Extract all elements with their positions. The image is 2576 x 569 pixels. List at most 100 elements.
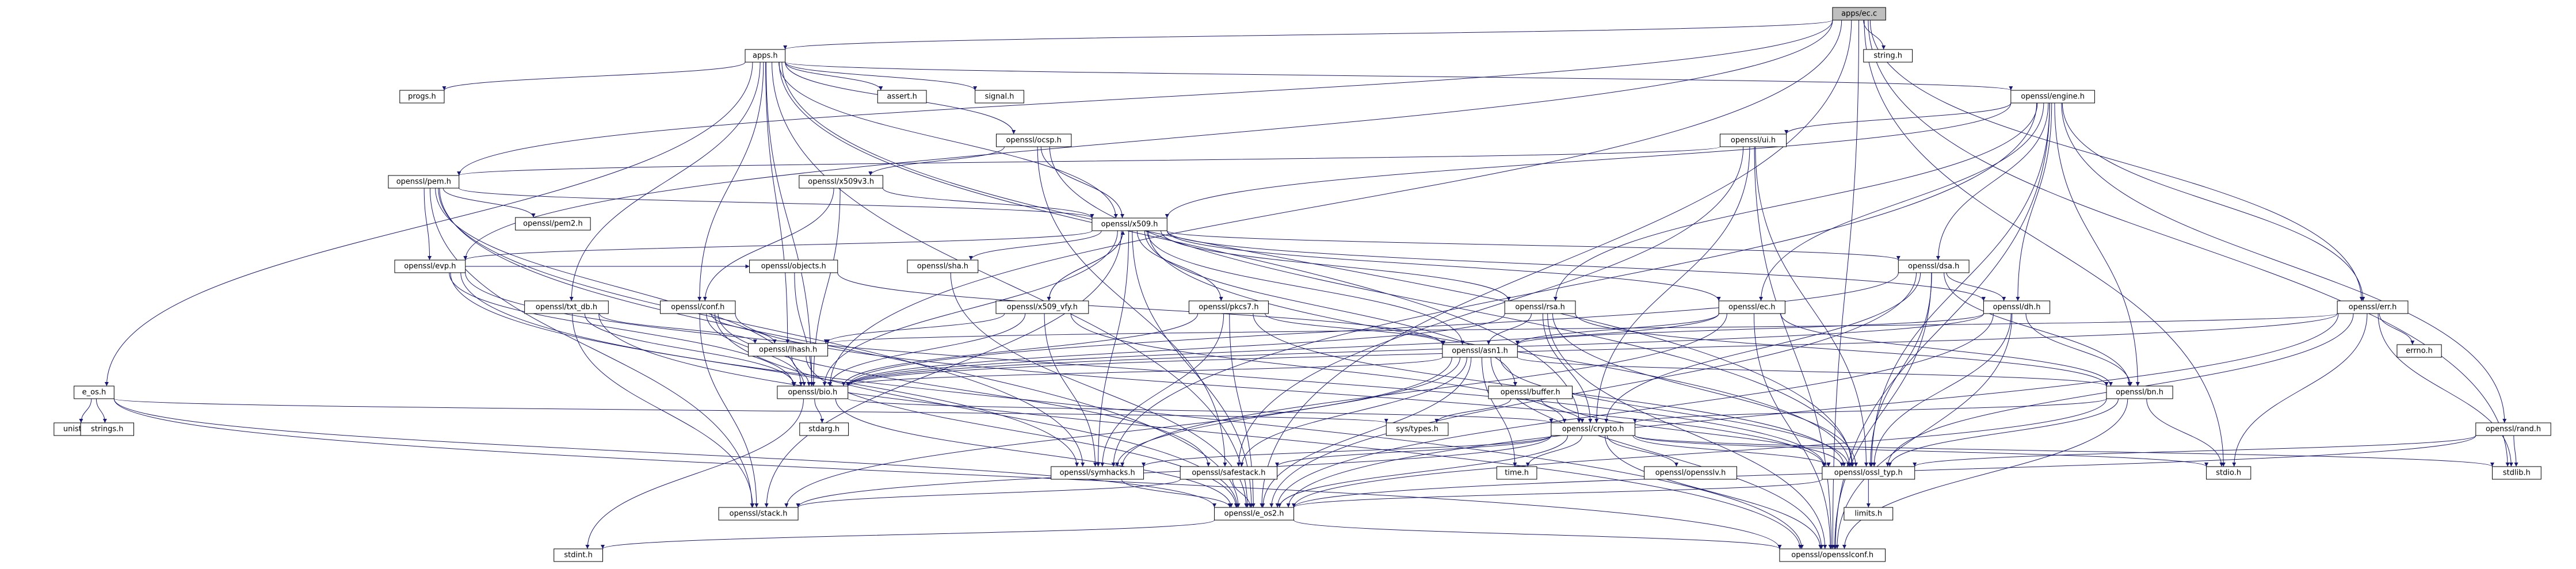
node-label: strings.h	[91, 425, 123, 434]
node-ocsp-h[interactable]: openssl/ocsp.h	[995, 133, 1072, 147]
node-bn-h[interactable]: openssl/bn.h	[2106, 385, 2173, 399]
node-rsa-h[interactable]: openssl/rsa.h	[1504, 300, 1576, 314]
edge-bn-h-to-crypto-h	[1633, 398, 2107, 423]
node-crypto-h[interactable]: openssl/crypto.h	[1551, 422, 1635, 436]
edge-engine-h-to-dh-h	[2016, 102, 2052, 301]
node-safestack-h[interactable]: openssl/safestack.h	[1180, 466, 1278, 480]
node-opensslconf-h[interactable]: openssl/opensslconf.h	[1779, 548, 1886, 562]
node-box	[975, 90, 1024, 104]
node-objects-h[interactable]: openssl/objects.h	[749, 259, 838, 273]
node-pem2-h[interactable]: openssl/pem2.h	[515, 217, 591, 231]
edge-apps-ec-c-to-stdio-h	[1864, 20, 2226, 467]
node-engine-h[interactable]: openssl/engine.h	[2010, 90, 2095, 104]
node-box	[1551, 422, 1635, 436]
edge-dsa-h-to-ossl-typ-h	[1868, 272, 1932, 467]
edge-apps-ec-c-to-apps-h	[783, 20, 1833, 50]
node-txt-db-h[interactable]: openssl/txt_db.h	[524, 300, 609, 314]
edge-rand-h-to-ossl-typ-h	[1913, 435, 2476, 467]
edge-pem-h-to-symhacks-h	[438, 188, 1085, 467]
edge-err-h-to-stdio-h	[2232, 313, 2368, 467]
edge-objects-h-to-bio-h	[794, 272, 814, 387]
node-bio-h[interactable]: openssl/bio.h	[777, 385, 849, 399]
node-apps-ec-c[interactable]: apps/ec.c	[1832, 7, 1886, 21]
node-signal-h: signal.h	[975, 90, 1024, 104]
node-pkcs7-h[interactable]: openssl/pkcs7.h	[1188, 300, 1269, 314]
node-box	[74, 385, 115, 399]
node-sha-h[interactable]: openssl/sha.h	[907, 259, 979, 273]
edge-bio-h-to-e-os2-h	[835, 398, 1234, 508]
node-pem-h[interactable]: openssl/pem.h	[388, 175, 460, 189]
node-box	[748, 343, 829, 357]
node-err-h[interactable]: openssl/err.h	[2337, 300, 2409, 314]
edge-apps-h-to-bio-h	[765, 62, 814, 387]
edge-txt-db-h-to-lhash-h	[599, 313, 757, 344]
edge-dh-h-to-asn1-h	[1515, 313, 1984, 345]
node-label: openssl/dsa.h	[1908, 262, 1959, 271]
node-dsa-h[interactable]: openssl/dsa.h	[1898, 259, 1970, 273]
edge-dsa-h-to-opensslconf-h	[1833, 272, 1932, 549]
node-stack-h[interactable]: openssl/stack.h	[718, 507, 799, 521]
node-label: openssl/rsa.h	[1515, 303, 1564, 312]
edge-engine-h-to-rsa-h	[1553, 102, 2038, 301]
node-ossl-typ-h[interactable]: openssl/ossl_typ.h	[1822, 466, 1915, 480]
node-rand-h[interactable]: openssl/rand.h	[2475, 422, 2551, 436]
node-label: openssl/ui.h	[1731, 136, 1776, 145]
edge-crypto-h-to-stack-h	[796, 435, 1552, 508]
node-e-os-h[interactable]: e_os.h	[74, 385, 115, 399]
node-box	[1822, 466, 1915, 480]
node-ui-h[interactable]: openssl/ui.h	[1719, 133, 1787, 147]
node-box	[388, 175, 460, 189]
node-symhacks-h[interactable]: openssl/symhacks.h	[1051, 466, 1144, 480]
node-box	[80, 422, 134, 436]
node-x509-h[interactable]: openssl/x509.h	[1092, 217, 1167, 231]
edge-pkcs7-h-to-symhacks-h	[1100, 313, 1224, 467]
edge-dsa-h-to-crypto-h	[1604, 272, 1921, 423]
node-conf-h[interactable]: openssl/conf.h	[660, 300, 736, 314]
node-box	[1644, 466, 1737, 480]
node-apps-h[interactable]: apps.h	[745, 49, 786, 63]
node-buffer-h[interactable]: openssl/buffer.h	[1488, 385, 1573, 399]
edge-apps-ec-c-to-stdlib-h	[1868, 20, 2510, 467]
node-ec-h[interactable]: openssl/ec.h	[1718, 300, 1785, 314]
edge-x509-vfy-h-to-crypto-h	[1070, 313, 1567, 423]
node-label: openssl/objects.h	[761, 262, 826, 271]
node-box	[1214, 507, 1295, 521]
node-lhash-h[interactable]: openssl/lhash.h	[748, 343, 829, 357]
edge-x509-h-to-asn1-h	[1147, 230, 1465, 345]
node-x509v3-h[interactable]: openssl/x509v3.h	[799, 175, 883, 189]
edge-engine-h-to-ossl-typ-h	[1869, 102, 2050, 467]
edge-lhash-h-to-bio-h	[791, 356, 811, 387]
edge-buffer-h-to-ossl-typ-h	[1556, 398, 1844, 467]
node-label: openssl/bn.h	[2116, 388, 2163, 397]
edge-bn-h-to-stdio-h	[2146, 398, 2224, 467]
node-evp-h[interactable]: openssl/evp.h	[394, 259, 466, 273]
node-progs-h[interactable]: progs.h	[399, 90, 445, 104]
edge-layer	[79, 20, 2518, 549]
node-opensslv-h[interactable]: openssl/opensslv.h	[1644, 466, 1737, 480]
node-label: apps.h	[753, 52, 778, 60]
node-x509-vfy-h[interactable]: openssl/x509_vfy.h	[995, 300, 1089, 314]
node-box	[2492, 466, 2541, 480]
edge-dsa-h-to-bn-h	[1944, 272, 2132, 387]
node-stdarg-h: stdarg.h	[799, 422, 849, 436]
node-label: signal.h	[985, 93, 1014, 101]
edge-x509v3-h-to-conf-h	[703, 188, 834, 301]
node-label: stdlib.h	[2503, 469, 2531, 478]
node-box	[1898, 259, 1970, 273]
node-asn1-h[interactable]: openssl/asn1.h	[1442, 344, 1518, 358]
edge-ec-h-to-opensslconf-h	[1753, 313, 1833, 549]
edge-apps-h-to-ossl-typ-h	[781, 62, 1854, 467]
edge-txt-db-h-to-bio-h	[584, 313, 796, 387]
edge-dh-h-to-bio-h	[846, 313, 1984, 387]
edge-x509-h-to-sha-h	[968, 230, 1102, 261]
edge-dsa-h-to-e-os2-h	[1269, 272, 1917, 508]
edge-crypto-h-to-time-h	[1525, 435, 1582, 467]
edge-buffer-h-to-sys-types-h	[1434, 398, 1512, 423]
edge-x509-h-to-e-os2-h	[1132, 230, 1254, 508]
node-e-os2-h[interactable]: openssl/e_os2.h	[1214, 507, 1295, 521]
edge-engine-h-to-dsa-h	[1936, 102, 2049, 261]
edge-apps-ec-c-to-pem-h	[457, 20, 1833, 176]
node-dh-h[interactable]: openssl/dh.h	[1983, 300, 2051, 314]
edge-engine-h-to-ui-h	[1784, 102, 2012, 135]
edge-ocsp-h-to-safestack-h	[1037, 146, 1227, 467]
